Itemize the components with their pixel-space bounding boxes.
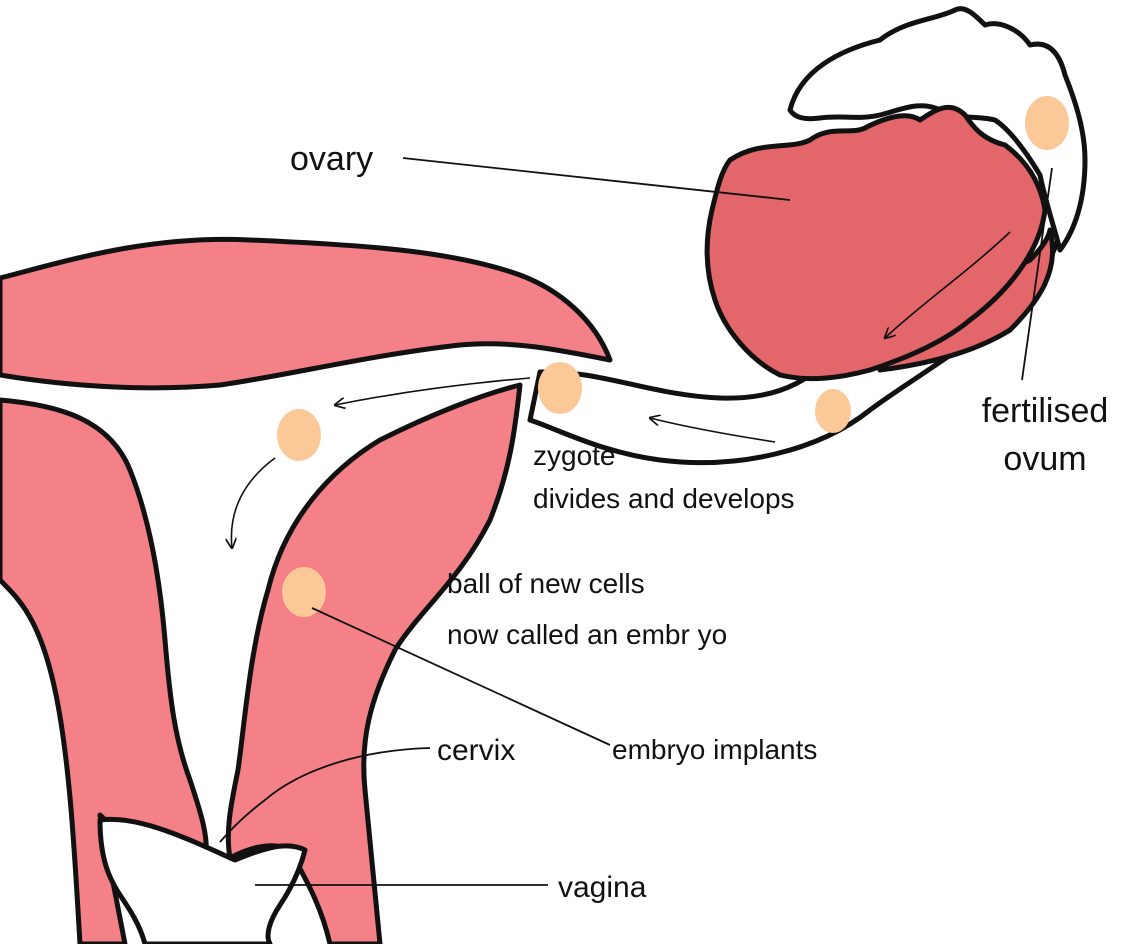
ball-label-line2: now called an embr yo [447, 619, 727, 650]
embryo-cell [282, 567, 326, 617]
zygote-label-line1: zygote [533, 440, 616, 471]
fertilised-label-line1: fertilised [982, 392, 1109, 430]
tube-cell [815, 389, 851, 433]
zygote-cell [538, 362, 582, 414]
ovary-label: ovary [290, 140, 373, 178]
zygote-label-line2: divides and develops [533, 483, 795, 514]
vagina-label: vagina [558, 871, 647, 904]
fertilised-label-line2: ovum [1003, 440, 1086, 478]
fertilised-ovum-cell [1025, 96, 1069, 150]
cervix-label: cervix [437, 734, 515, 767]
implant-label: embryo implants [612, 734, 817, 765]
uterus-upper-wall [0, 239, 610, 387]
dividing-cell [277, 409, 321, 461]
arrow-curve-down [231, 458, 275, 548]
ball-label-line1: ball of new cells [447, 568, 645, 599]
